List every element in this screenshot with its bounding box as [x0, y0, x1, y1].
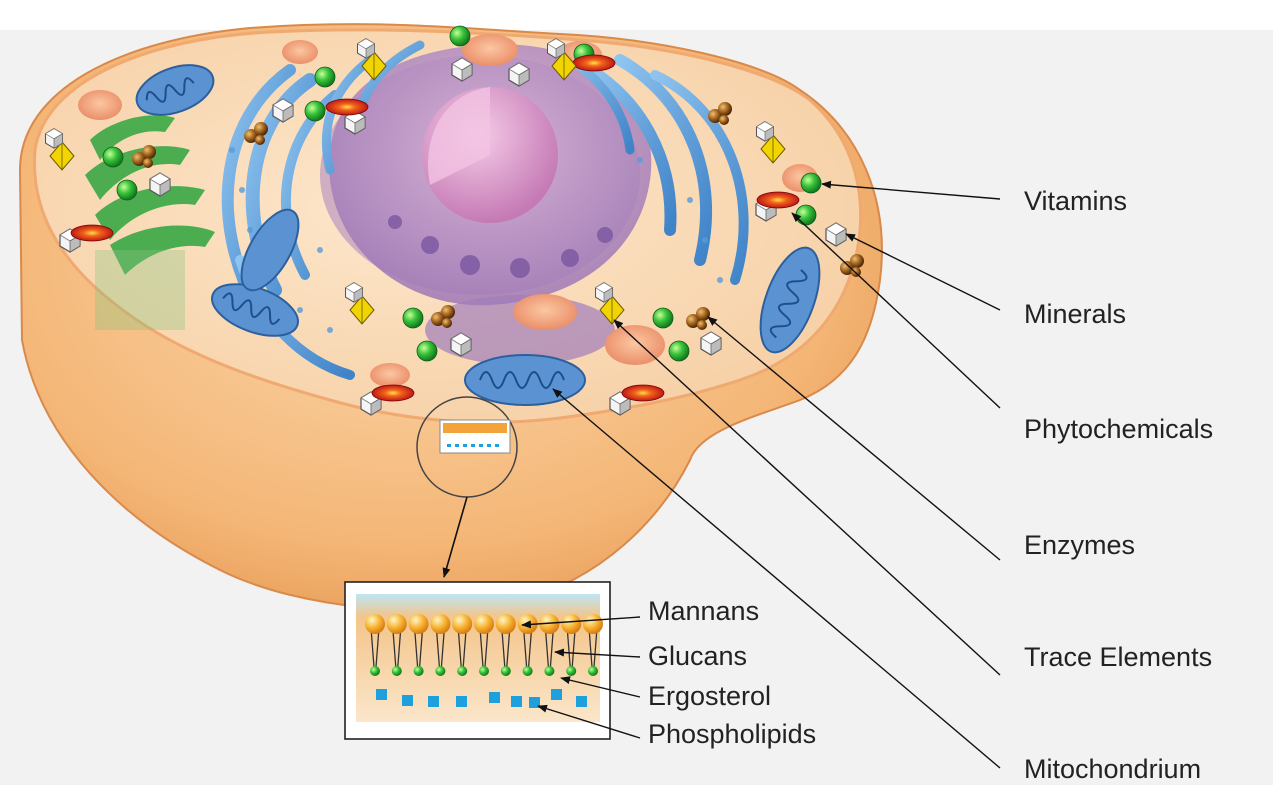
phospholipid-square	[551, 689, 562, 700]
ergosterol-bead	[414, 666, 424, 676]
ergosterol-bead	[392, 666, 402, 676]
phospholipid-square	[376, 689, 387, 700]
mannan-head	[583, 614, 603, 634]
phospholipid-square	[402, 695, 413, 706]
ergosterol-bead	[479, 666, 489, 676]
ergosterol-bead	[501, 666, 511, 676]
label-mannans: Mannans	[648, 598, 759, 625]
phospholipid-square	[456, 696, 467, 707]
mannan-head	[409, 614, 429, 634]
ergosterol-bead	[457, 666, 467, 676]
label-vitamins: Vitamins	[1024, 188, 1127, 215]
label-phytochemicals: Phytochemicals	[1024, 416, 1213, 443]
label-phospholipids: Phospholipids	[648, 721, 816, 748]
ergosterol-bead	[566, 666, 576, 676]
ergosterol-bead	[370, 666, 380, 676]
label-trace-elements: Trace Elements	[1024, 644, 1212, 671]
label-ergosterol: Ergosterol	[648, 683, 771, 710]
mannan-head	[496, 614, 516, 634]
label-enzymes: Enzymes	[1024, 532, 1135, 559]
ergosterol-bead	[544, 666, 554, 676]
mannan-head	[474, 614, 494, 634]
mannan-head	[452, 614, 472, 634]
mannan-head	[365, 614, 385, 634]
phospholipid-square	[489, 692, 500, 703]
ergosterol-bead	[435, 666, 445, 676]
label-minerals: Minerals	[1024, 301, 1126, 328]
ergosterol-bead	[588, 666, 598, 676]
phospholipid-square	[511, 696, 522, 707]
ergosterol-bead	[523, 666, 533, 676]
label-mitochondrium: Mitochondrium	[1024, 756, 1201, 783]
phospholipid-square	[428, 696, 439, 707]
phospholipid-square	[576, 696, 587, 707]
mannan-head	[561, 614, 581, 634]
mannan-head	[430, 614, 450, 634]
label-glucans: Glucans	[648, 643, 747, 670]
mannan-head	[387, 614, 407, 634]
